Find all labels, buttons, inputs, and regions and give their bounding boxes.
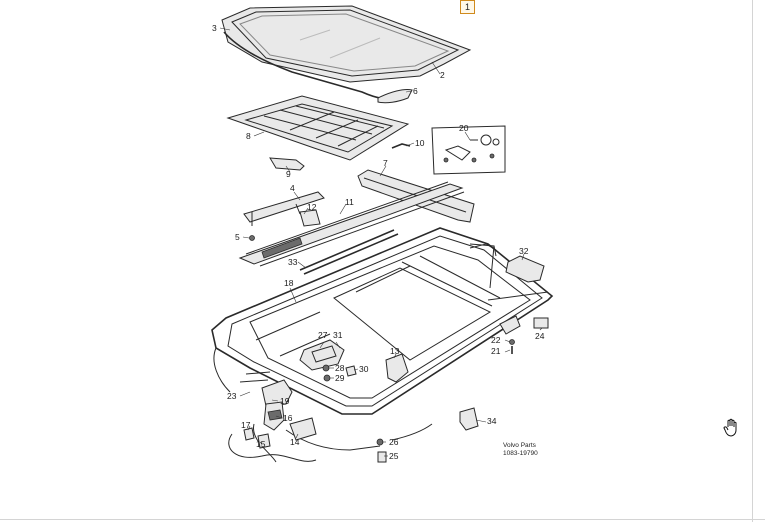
- callout-33: 33: [288, 257, 298, 267]
- callout-11: 11: [345, 197, 354, 207]
- sunroof-frame: [211, 227, 554, 415]
- rear-bracket: [499, 315, 521, 335]
- drive-assembly: [239, 371, 293, 431]
- callout-27: 27: [318, 330, 328, 340]
- callout-26: 26: [389, 437, 399, 447]
- callout-32: 32: [519, 246, 529, 256]
- figure-number-badge: 1: [460, 0, 475, 14]
- callout-23: 23: [227, 391, 237, 401]
- callout-16: 16: [283, 413, 293, 423]
- callout-18: 18: [284, 278, 294, 288]
- callout-7: 7: [383, 158, 388, 168]
- hand-cursor-icon: [723, 418, 737, 437]
- motor-bracket: [299, 339, 345, 371]
- drain-hose-front: [285, 429, 381, 451]
- callout-17: 17: [241, 420, 251, 430]
- callout-28: 28: [335, 363, 345, 373]
- callout-21: 21: [491, 346, 501, 356]
- grommet: [323, 374, 331, 382]
- rear-guide-block: [505, 255, 545, 283]
- callout-3: 3: [212, 23, 217, 33]
- callout-24: 24: [535, 331, 545, 341]
- drain-hose-rear: [391, 423, 433, 441]
- hose-end: [377, 451, 387, 463]
- switch: [243, 427, 255, 441]
- fastener-kit-box: [431, 125, 506, 175]
- callout-5: 5: [235, 232, 240, 242]
- callout-13: 13: [390, 346, 400, 356]
- glass-panel: [221, 5, 472, 83]
- callout-20: 20: [459, 123, 469, 133]
- callout-22: 22: [491, 335, 501, 345]
- callout-8: 8: [246, 131, 251, 141]
- frame-cable: [213, 347, 231, 393]
- callout-15: 15: [256, 439, 266, 449]
- sunshade-panel: [226, 95, 410, 161]
- callout-30: 30: [359, 364, 369, 374]
- drive-motor: [385, 353, 409, 383]
- callout-31: 31: [333, 330, 343, 340]
- mounting-bracket: [459, 407, 479, 431]
- callout-10: 10: [415, 138, 425, 148]
- clip: [533, 317, 549, 329]
- callout-9: 9: [286, 169, 291, 179]
- callout-4: 4: [290, 183, 295, 193]
- nut: [509, 339, 515, 345]
- wind-deflector: [377, 89, 413, 104]
- switch-housing: [257, 433, 271, 449]
- viewport-edge-right: [752, 0, 753, 522]
- leader-lines: [219, 27, 543, 457]
- callout-12: 12: [307, 202, 317, 212]
- callout-14: 14: [290, 437, 300, 447]
- callout-25: 25: [389, 451, 399, 461]
- weather-strip: [299, 229, 399, 275]
- side-guide-track: [238, 181, 465, 267]
- callout-34: 34: [487, 416, 497, 426]
- credit-line-1: Volvo Parts: [503, 442, 537, 449]
- callout-29: 29: [335, 373, 345, 383]
- viewport-edge-bottom: [0, 519, 765, 520]
- cover-plate: [289, 417, 317, 441]
- bracket-screw: [391, 143, 411, 149]
- callout-2: 2: [440, 70, 445, 80]
- motor-clip: [345, 365, 357, 377]
- sunshade-handle: [269, 157, 305, 171]
- credit-line-2: 1083-19790: [503, 450, 538, 457]
- callout-19: 19: [280, 396, 290, 406]
- left-guide-rail: [243, 191, 325, 227]
- drain-hose-left: [228, 433, 317, 462]
- callout-6: 6: [413, 86, 418, 96]
- bolt: [249, 235, 255, 241]
